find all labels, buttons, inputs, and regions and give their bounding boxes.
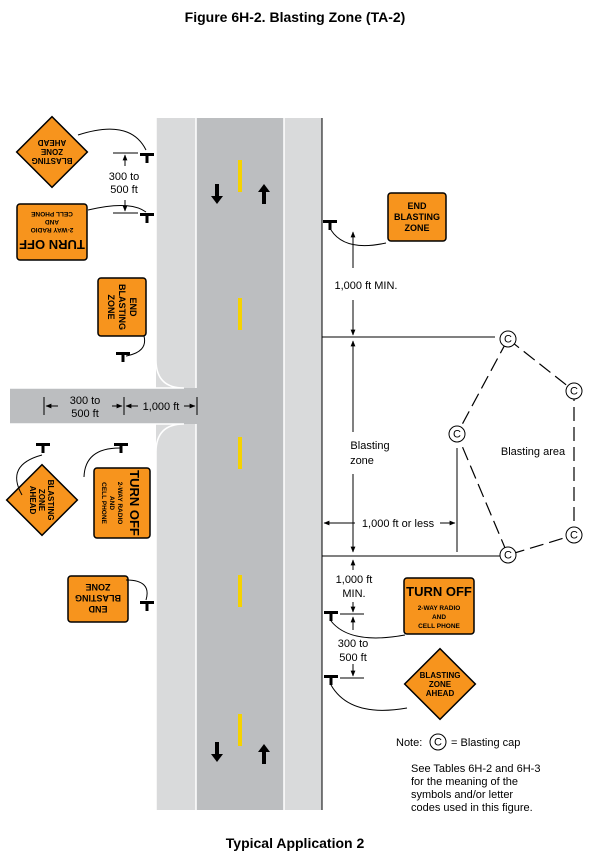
sign-post-icon xyxy=(140,213,154,223)
svg-text:C: C xyxy=(570,386,578,398)
svg-text:C: C xyxy=(504,550,512,562)
svg-text:C: C xyxy=(504,334,512,346)
sign-blasting-zone-ahead-side: BLASTING ZONE AHEAD xyxy=(5,463,79,537)
svg-text:CELL PHONE: CELL PHONE xyxy=(30,210,72,217)
svg-text:2-WAY RADIO: 2-WAY RADIO xyxy=(418,605,461,612)
arrow-down-icon xyxy=(211,742,223,762)
svg-text:BLASTING: BLASTING xyxy=(117,284,127,330)
side-1000-label: 1,000 ft xyxy=(143,401,180,413)
blasting-area-label: Blasting area xyxy=(501,446,566,458)
sign-post-icon xyxy=(140,153,154,163)
sign-end-blasting-zone-right: END BLASTING ZONE xyxy=(387,192,447,242)
svg-text:CELL PHONE: CELL PHONE xyxy=(418,623,460,630)
sign-post-icon xyxy=(324,675,338,685)
note-prefix: Note: xyxy=(396,737,422,749)
note-line: for the meaning of the xyxy=(411,776,518,788)
svg-text:ZONE: ZONE xyxy=(85,582,110,592)
svg-text:AND: AND xyxy=(108,496,115,510)
min-bottom-line1: 1,000 ft xyxy=(336,574,373,586)
side-300-line1: 300 to xyxy=(70,395,101,407)
min-1000-label: 1,000 ft MIN. xyxy=(335,280,398,292)
svg-text:AND: AND xyxy=(45,218,59,225)
arrow-up-icon xyxy=(258,744,270,764)
sign-blasting-zone-ahead-right: BLASTING ZONE AHEAD xyxy=(403,647,477,721)
blasting-area: C C C C C Blasting area xyxy=(448,330,583,564)
svg-text:2-WAY RADIO: 2-WAY RADIO xyxy=(116,482,123,525)
curb-corner-bottom xyxy=(156,424,196,810)
arrow-up-icon xyxy=(258,184,270,204)
svg-text:AHEAD: AHEAD xyxy=(38,138,67,147)
svg-text:C: C xyxy=(570,530,578,542)
svg-text:BLASTING: BLASTING xyxy=(394,212,440,222)
sign-post-icon xyxy=(324,611,338,621)
svg-text:END: END xyxy=(407,201,427,211)
spacing-top-line2: 500 ft xyxy=(110,184,138,196)
sign-post-icon xyxy=(140,601,154,611)
svg-text:TURN OFF: TURN OFF xyxy=(19,237,85,252)
svg-text:ZONE: ZONE xyxy=(106,294,116,319)
blasting-cap-icon: C xyxy=(499,330,517,348)
blasting-cap-icon: C xyxy=(499,546,517,564)
svg-text:ZONE: ZONE xyxy=(404,223,429,233)
spacing-bottom-line1: 300 to xyxy=(338,638,369,650)
blasting-zone-line1: Blasting xyxy=(350,440,389,452)
sign-post-icon xyxy=(36,443,50,453)
sign-leaders xyxy=(16,128,408,711)
svg-text:C: C xyxy=(453,429,461,441)
sign-blasting-zone-ahead-top: BLASTING ZONE AHEAD xyxy=(15,115,89,189)
sign-end-blasting-zone-lower-left: END BLASTING ZONE xyxy=(67,575,129,623)
spacing-bottom-line2: 500 ft xyxy=(339,652,367,664)
svg-text:TURN OFF: TURN OFF xyxy=(406,584,472,599)
blasting-cap-icon: C xyxy=(448,425,466,443)
note-suffix: = Blasting cap xyxy=(451,737,520,749)
svg-text:BLASTING: BLASTING xyxy=(420,671,461,680)
svg-text:ZONE: ZONE xyxy=(40,147,63,156)
sign-turn-off-side: TURN OFF 2-WAY RADIO AND CELL PHONE xyxy=(93,467,151,539)
blasting-zone-line2: zone xyxy=(350,455,374,467)
side-road xyxy=(10,388,200,424)
note: Note: C = Blasting cap See Tables 6H-2 a… xyxy=(396,733,540,814)
svg-text:CELL PHONE: CELL PHONE xyxy=(100,482,107,524)
svg-text:AHEAD: AHEAD xyxy=(426,689,455,698)
arrow-down-icon xyxy=(211,184,223,204)
dimensions xyxy=(43,152,500,679)
blasting-cap-icon: C xyxy=(429,733,447,751)
sign-posts xyxy=(36,153,338,685)
svg-text:C: C xyxy=(434,737,442,749)
sign-post-icon xyxy=(323,220,337,230)
svg-text:TURN OFF: TURN OFF xyxy=(127,470,142,536)
svg-text:BLASTING: BLASTING xyxy=(75,593,121,603)
svg-text:ZONE: ZONE xyxy=(37,489,46,512)
svg-text:END: END xyxy=(128,297,138,317)
bottom-title: Typical Application 2 xyxy=(226,835,365,851)
note-line: symbols and/or letter xyxy=(411,789,513,801)
svg-text:ZONE: ZONE xyxy=(429,680,452,689)
less-1000-label: 1,000 ft or less xyxy=(362,518,435,530)
side-300-line2: 500 ft xyxy=(71,408,99,420)
sign-turn-off-right: TURN OFF 2-WAY RADIO AND CELL PHONE xyxy=(403,577,475,635)
svg-text:2-WAY RADIO: 2-WAY RADIO xyxy=(31,226,74,233)
note-line: See Tables 6H-2 and 6H-3 xyxy=(411,763,540,775)
figure-title: Figure 6H-2. Blasting Zone (TA-2) xyxy=(185,9,406,25)
svg-text:BLASTING: BLASTING xyxy=(32,156,73,165)
curb-corner-top xyxy=(156,118,196,388)
sign-turn-off-top: TURN OFF 2-WAY RADIO AND CELL PHONE xyxy=(16,203,88,261)
svg-text:AND: AND xyxy=(432,614,446,621)
min-bottom-line2: MIN. xyxy=(342,588,365,600)
dimension-labels: 300 to 500 ft 1,000 ft MIN. Blasting zon… xyxy=(70,171,435,664)
svg-text:BLASTING: BLASTING xyxy=(46,480,55,521)
blasting-cap-icon: C xyxy=(565,382,583,400)
note-line: codes used in this figure. xyxy=(411,802,533,814)
sign-end-blasting-zone-left: END BLASTING ZONE xyxy=(97,277,147,337)
right-shoulder xyxy=(284,118,322,810)
blasting-cap-icon: C xyxy=(565,526,583,544)
roadway xyxy=(10,118,323,810)
sign-post-icon xyxy=(116,352,130,362)
svg-text:AHEAD: AHEAD xyxy=(28,486,37,515)
spacing-top-line1: 300 to xyxy=(109,171,140,183)
svg-text:END: END xyxy=(88,604,108,614)
direction-arrows xyxy=(211,184,270,764)
